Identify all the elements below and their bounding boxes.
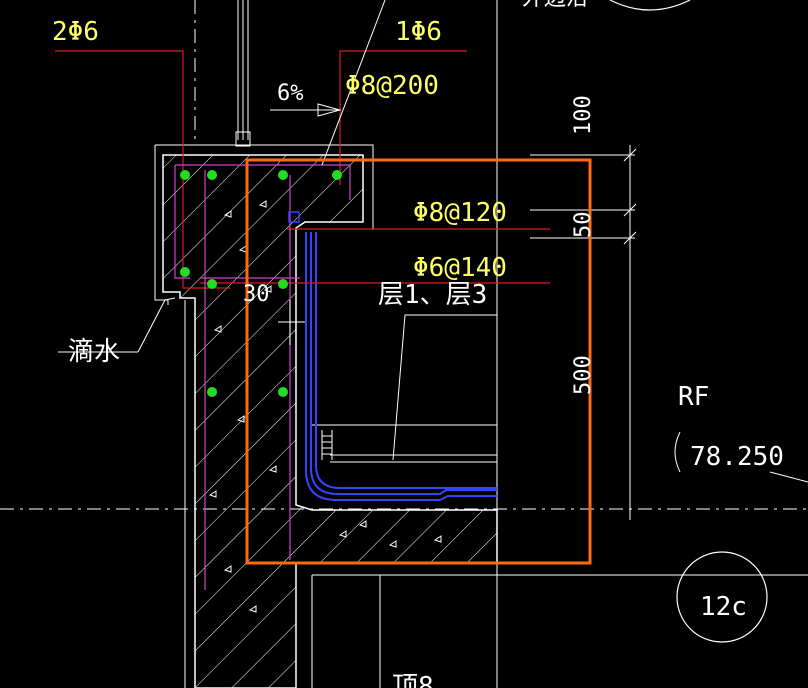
label-dim-500: 500 xyxy=(571,355,596,395)
highlight-box xyxy=(245,158,592,565)
top-circle-arc xyxy=(609,0,691,11)
label-detail-ref: 12c xyxy=(700,592,747,622)
concrete-outline xyxy=(162,154,498,688)
rebar-dots xyxy=(180,170,342,397)
label-slope: 6% xyxy=(277,81,304,106)
label-stirrup-mid: Φ8@120 xyxy=(413,198,507,228)
label-bottom-partial: 顶8 xyxy=(392,672,434,688)
waterproof-membrane xyxy=(305,232,497,501)
label-layers: 层1、层3 xyxy=(378,280,487,310)
label-stirrup-low: Φ6@140 xyxy=(413,253,507,283)
label-stirrup-top: Φ8@200 xyxy=(345,71,439,101)
label-dim-100: 100 xyxy=(571,95,596,135)
annotations: 2Φ6 1Φ6 6% Φ8@200 Φ8@120 Φ6@140 30 层1、层3… xyxy=(52,0,784,688)
detail-ref-circle xyxy=(676,551,768,643)
label-level-value: 78.250 xyxy=(690,442,784,472)
label-level-name: RF xyxy=(678,382,709,412)
label-2phi6: 2Φ6 xyxy=(52,17,99,47)
rebar-red xyxy=(55,50,550,289)
reference-lines xyxy=(0,0,808,510)
leader-lines xyxy=(58,0,497,461)
label-dim-50: 50 xyxy=(571,212,596,239)
aggregate-marks xyxy=(208,200,442,613)
label-drip: 滴水 xyxy=(68,337,120,367)
drip-detail xyxy=(288,211,300,223)
label-top-partial: 外边沿 xyxy=(522,0,588,11)
dimension-line xyxy=(530,145,637,520)
window-frame xyxy=(235,0,251,147)
rebar-magenta xyxy=(174,164,351,590)
level-marker xyxy=(674,431,808,483)
structure-lines xyxy=(311,0,808,688)
label-1phi6: 1Φ6 xyxy=(395,17,442,47)
label-thickness: 30 xyxy=(243,282,270,307)
